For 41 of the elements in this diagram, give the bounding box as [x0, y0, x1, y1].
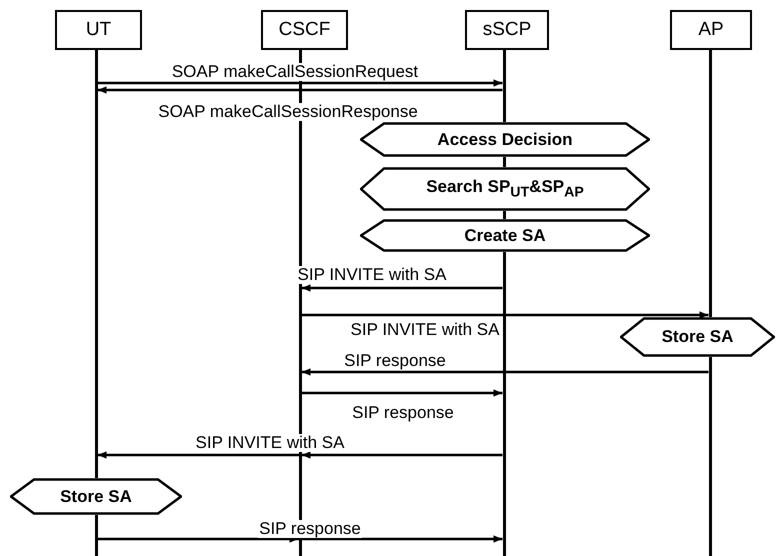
edge-label: SIP response	[343, 352, 447, 370]
edge-label: SOAP makeCallSessionRequest	[170, 63, 420, 81]
lifeline	[502, 50, 506, 122]
participant-box	[465, 10, 549, 50]
action-hexagon	[10, 478, 182, 515]
message-arrow	[302, 284, 502, 292]
edge-label: SIP response	[351, 404, 455, 422]
action-hexagon	[620, 317, 775, 357]
action-hexagon	[360, 219, 650, 252]
node-label: Store SA	[662, 327, 734, 347]
lifeline	[708, 50, 712, 317]
edge-label: SOAP makeCallSessionResponse	[157, 103, 419, 121]
node-label: sSCP	[482, 19, 532, 41]
edge-label: SIP response	[258, 520, 362, 538]
lifeline	[502, 157, 506, 167]
message-arrow	[302, 389, 502, 397]
participant-box	[55, 10, 142, 50]
message-arrow	[98, 451, 502, 459]
node-label: Store SA	[60, 486, 132, 506]
node-label: Access Decision	[437, 130, 573, 150]
lifeline	[94, 515, 98, 556]
lifeline	[502, 211, 506, 219]
node-label: Create SA	[464, 226, 546, 246]
lifeline	[502, 252, 506, 556]
message-arrow	[98, 86, 502, 94]
node-label: CSCF	[278, 19, 330, 41]
message-arrow	[98, 79, 502, 87]
edge-label: SIP INVITE with SA	[194, 434, 346, 452]
action-hexagon	[360, 167, 650, 211]
edge-label: SIP INVITE with SA	[296, 266, 448, 284]
message-arrow	[98, 535, 502, 543]
message-arrow	[302, 368, 708, 376]
participant-box	[261, 10, 348, 50]
message-arrow	[302, 311, 708, 319]
node-label: AP	[698, 19, 724, 41]
lifeline	[708, 357, 712, 556]
action-hexagon	[360, 122, 650, 157]
participant-box	[670, 10, 752, 50]
lifeline	[94, 50, 98, 478]
node-label: Search SP$_{UT}$&SP$_{AP}$	[426, 177, 584, 201]
node-label: UT	[86, 19, 112, 41]
